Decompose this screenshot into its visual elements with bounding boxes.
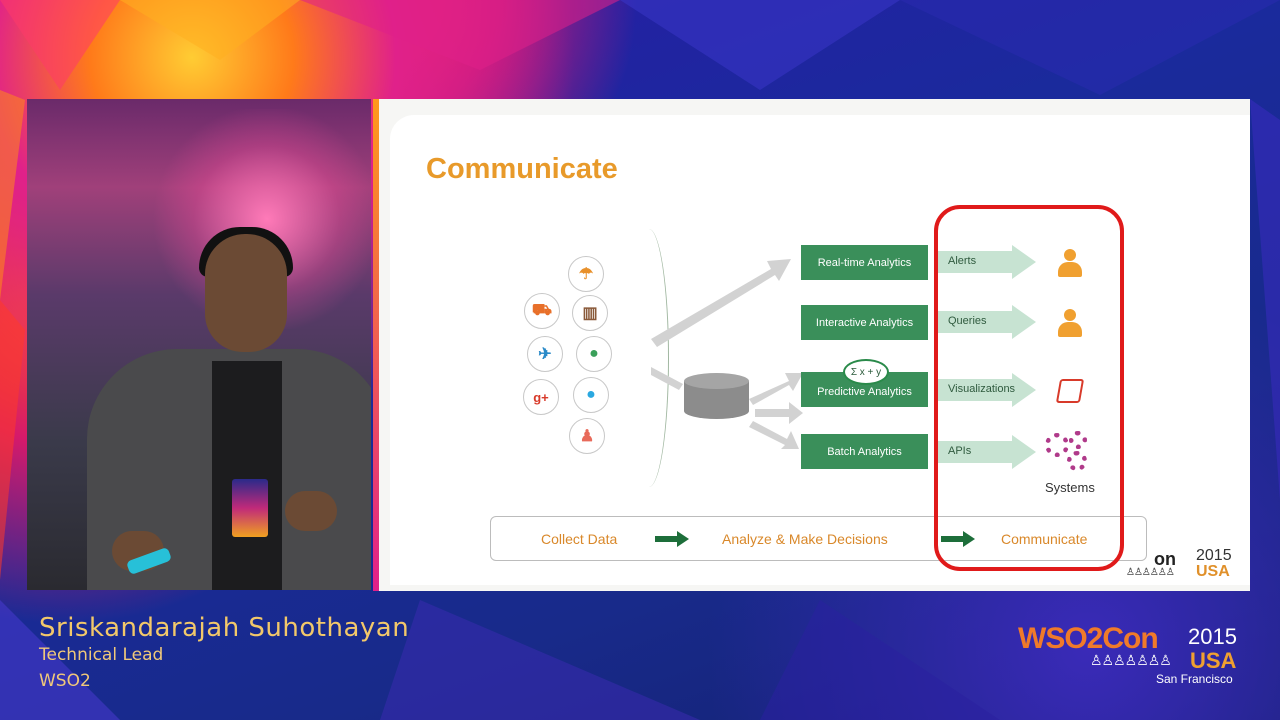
formula-icon: Σ x + y	[843, 359, 889, 385]
conference-logo: WSO2Con ♙♙♙♙♙♙♙ 2015 USA San Francisco	[1018, 622, 1248, 690]
conference-city: San Francisco	[1156, 672, 1233, 686]
data-sources-divider	[629, 229, 669, 487]
presentation-slide: Communicate ☂ ⛟ ▥ ✈ ● g+ ● ♟ Real-time A…	[373, 99, 1250, 591]
twitter-icon: ●	[573, 377, 609, 413]
pipeline-step-collect: Collect Data	[541, 531, 618, 547]
systems-label: Systems	[1045, 480, 1095, 495]
pipeline-arrow	[655, 531, 689, 547]
speaker-name: Sriskandarajah Suhothayan	[39, 613, 410, 643]
umbrella-icon: ☂	[568, 256, 604, 292]
gears-icon	[1045, 431, 1093, 475]
conference-country: USA	[1190, 648, 1237, 673]
flow-arrows	[651, 259, 803, 449]
globe-icon: ●	[576, 336, 612, 372]
alerts-label: Alerts	[948, 255, 977, 267]
factory-icon: ▥	[572, 295, 608, 331]
realtime-analytics-box: Real-time Analytics	[801, 245, 928, 280]
slide-title: Communicate	[426, 153, 618, 185]
speaker-organization: WSO2	[39, 671, 91, 691]
visualizations-label: Visualizations	[948, 383, 1016, 395]
batch-analytics-box: Batch Analytics	[801, 434, 928, 469]
people-icons: ♙♙♙♙♙♙♙	[1090, 652, 1172, 668]
truck-icon: ⛟	[524, 293, 560, 329]
highlight-box	[934, 205, 1124, 571]
speaker-title: Technical Lead	[39, 645, 164, 665]
conference-name: WSO2Con	[1018, 622, 1159, 655]
alerts-arrow: Alerts	[938, 245, 1036, 279]
database-icon	[684, 373, 749, 419]
conference-badge	[232, 479, 268, 537]
pipeline-arrow	[941, 531, 975, 547]
pipeline-step-analyze: Analyze & Make Decisions	[722, 531, 888, 547]
apis-arrow: APIs	[938, 435, 1036, 469]
visualizations-arrow: Visualizations	[938, 373, 1036, 407]
pipeline-bar: Collect Data Analyze & Make Decisions Co…	[490, 516, 1147, 561]
pipeline-step-communicate: Communicate	[1001, 531, 1088, 547]
speaker-video	[27, 99, 371, 590]
conference-year: 2015	[1188, 624, 1237, 649]
person-icon	[1058, 249, 1082, 279]
google-plus-icon: g+	[523, 379, 559, 415]
interactive-analytics-box: Interactive Analytics	[801, 305, 928, 340]
apis-label: APIs	[948, 445, 972, 457]
airplane-icon: ✈	[527, 336, 563, 372]
person-icon	[1058, 309, 1082, 339]
slide-conference-logo: ♙♙♙♙♙♙ on 2015 USA	[1126, 547, 1232, 580]
user-icon: ♟	[569, 418, 605, 454]
queries-label: Queries	[948, 315, 987, 327]
queries-arrow: Queries	[938, 305, 1036, 339]
